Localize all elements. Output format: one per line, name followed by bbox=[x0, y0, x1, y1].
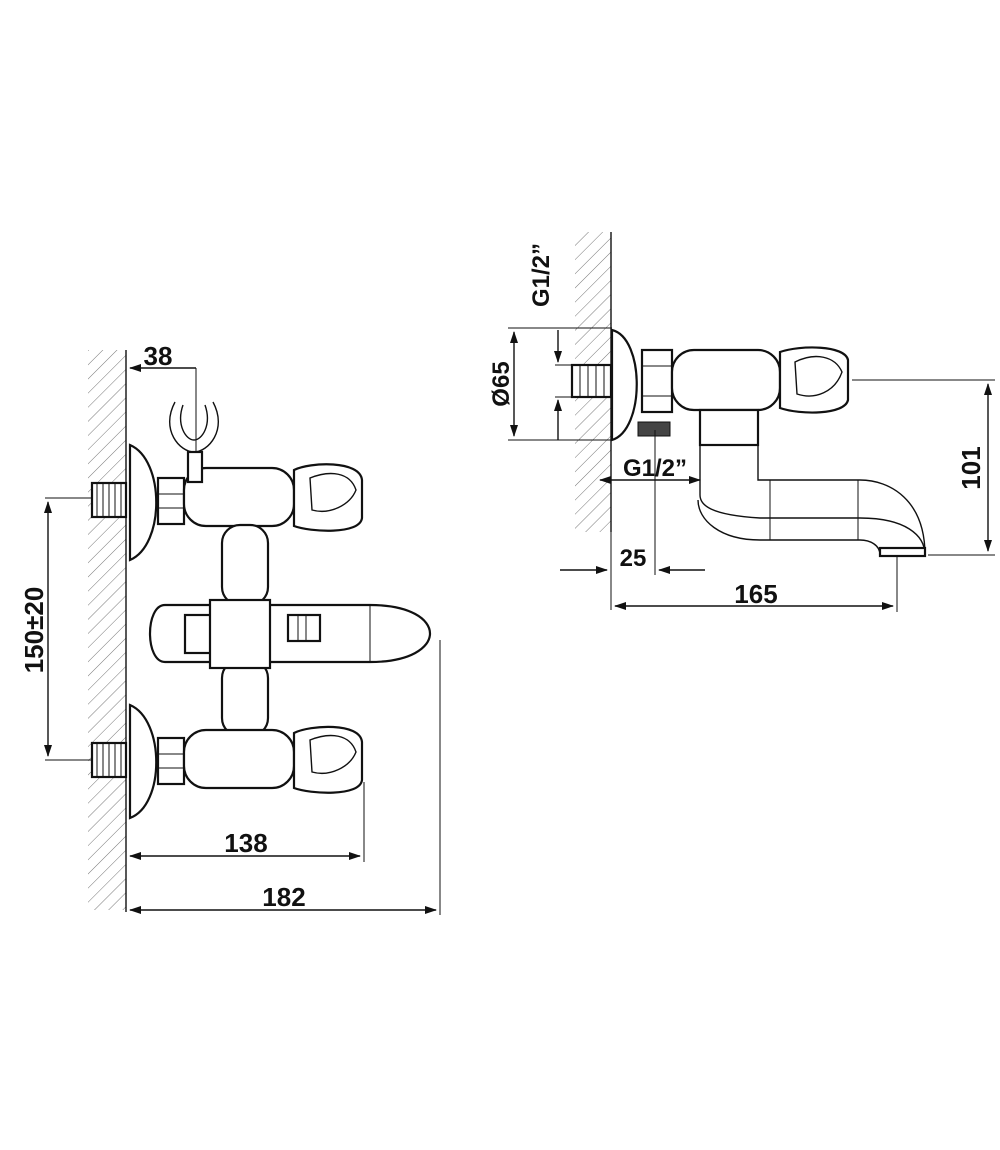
front-wall bbox=[88, 350, 127, 912]
dim-thread-bottom: G1/2” bbox=[623, 455, 687, 482]
dim-overall-reach: 182 bbox=[262, 882, 305, 912]
side-dimension-lines bbox=[508, 327, 995, 612]
dim-flange-diameter: Ø65 bbox=[488, 361, 515, 406]
front-dimension-lines bbox=[44, 364, 441, 915]
front-bottom-inlet bbox=[90, 703, 364, 820]
front-view: 38 150±20 138 182 bbox=[19, 341, 441, 915]
side-view: G1/2” Ø65 G1/2” 25 165 101 bbox=[488, 232, 995, 612]
dim-spout-reach: 165 bbox=[734, 579, 777, 609]
side-spout bbox=[697, 408, 927, 558]
dim-inlet-spacing: 150±20 bbox=[19, 587, 49, 674]
front-top-inlet bbox=[90, 443, 364, 562]
dim-height: 101 bbox=[956, 446, 986, 489]
dim-hook-offset: 38 bbox=[144, 341, 173, 371]
dim-inlet-depth: 25 bbox=[620, 545, 647, 572]
dim-handle-reach: 138 bbox=[224, 828, 267, 858]
dim-thread-top: G1/2” bbox=[528, 243, 555, 307]
front-mixer-body bbox=[148, 523, 431, 738]
side-handle bbox=[670, 346, 850, 414]
front-shower-hook bbox=[169, 401, 219, 484]
